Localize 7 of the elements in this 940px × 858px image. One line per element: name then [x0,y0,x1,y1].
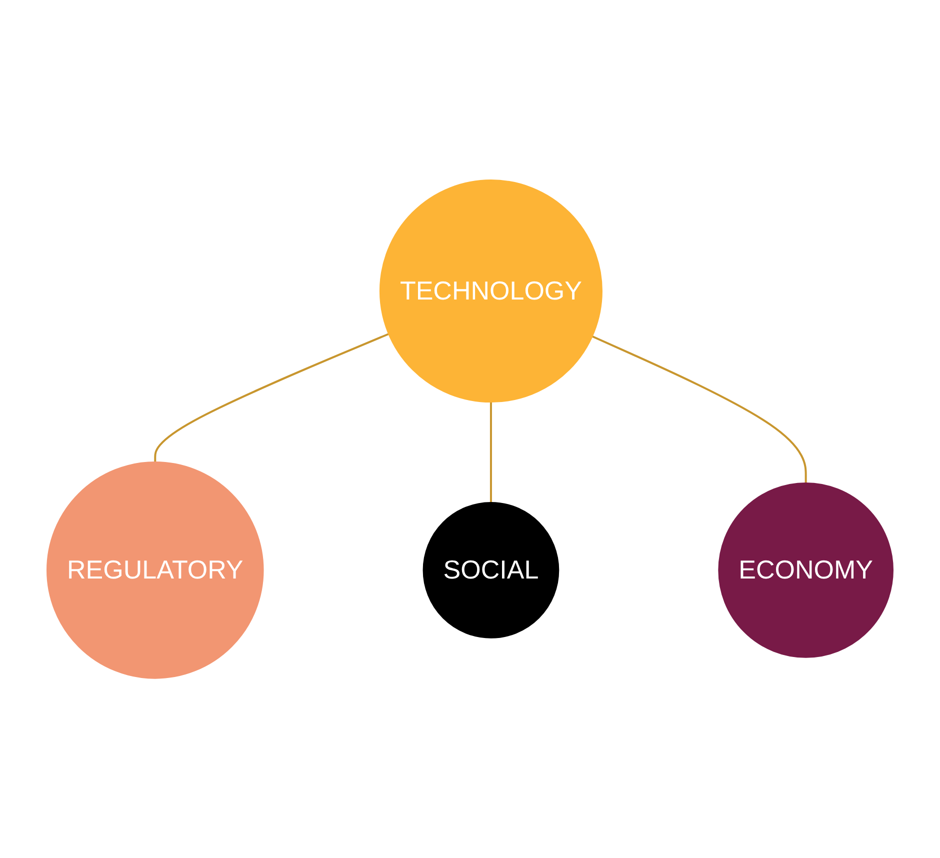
connector [490,402,492,502]
node-circle: ECONOMY [718,482,894,658]
node-circle: TECHNOLOGY [379,179,602,402]
node-circle: SOCIAL [422,502,560,638]
node-circle: REGULATORY [46,461,264,679]
connector [592,335,807,483]
connector [154,332,389,462]
